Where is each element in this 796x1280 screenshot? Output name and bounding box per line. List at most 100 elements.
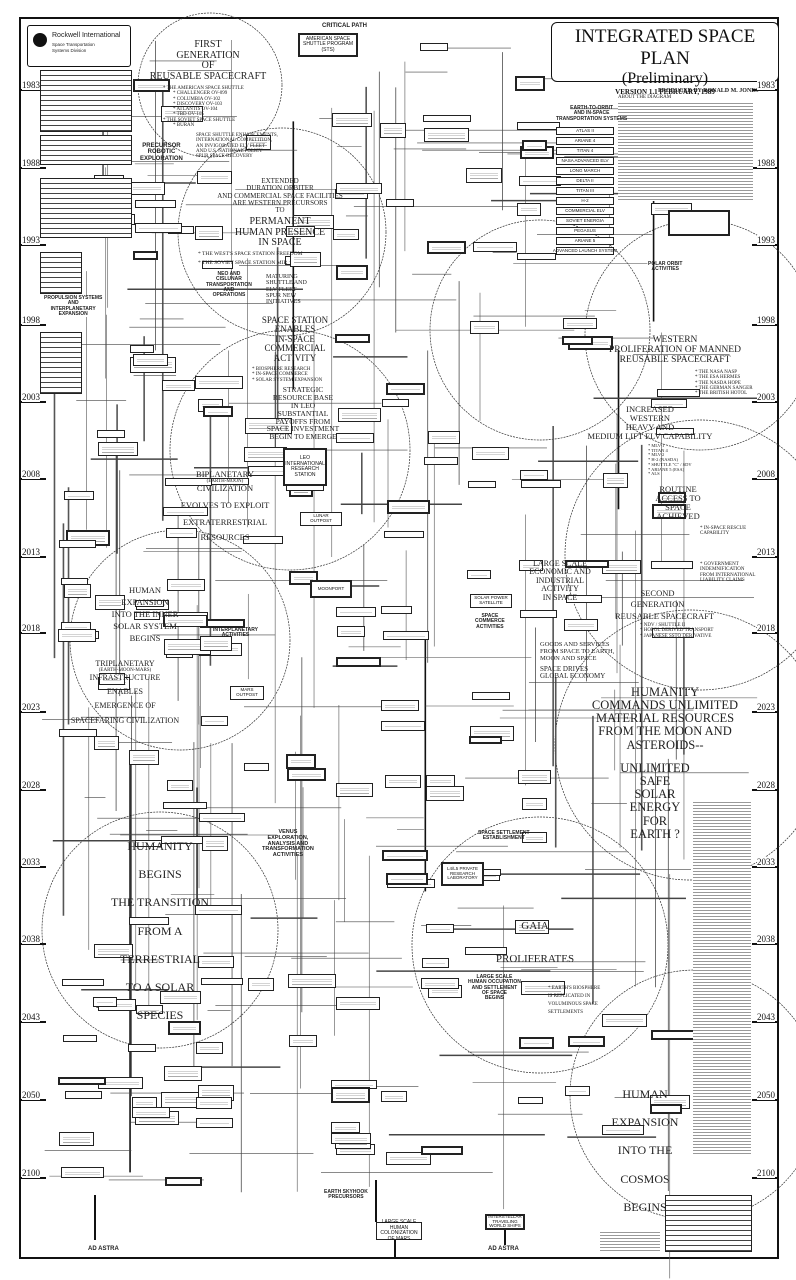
flow-box[interactable] [196, 1041, 223, 1054]
eto-vehicle-box[interactable]: TITAN 4 [556, 147, 614, 155]
flow-box[interactable] [165, 527, 197, 539]
flow-box[interactable] [131, 1097, 157, 1110]
flow-box[interactable] [94, 943, 134, 959]
flow-box[interactable] [565, 595, 602, 604]
flow-box[interactable] [468, 480, 497, 489]
flow-box[interactable] [337, 625, 366, 638]
flow-box[interactable] [651, 504, 687, 520]
flow-box[interactable] [563, 318, 597, 329]
flow-box[interactable] [134, 599, 165, 607]
flow-box[interactable] [92, 996, 118, 1007]
eto-vehicle-box[interactable]: COMMERCIAL ELV [556, 207, 614, 215]
flow-box[interactable] [287, 767, 326, 781]
flow-box[interactable] [332, 113, 373, 127]
flow-box[interactable] [567, 1035, 606, 1048]
flow-box[interactable] [656, 428, 694, 436]
flow-box[interactable] [420, 43, 448, 52]
sts-program-box[interactable]: AMERICAN SPACE SHUTTLE PROGRAM (STS) [298, 33, 358, 57]
eto-vehicle-box[interactable]: ADVANCED LAUNCH SYSTEM [553, 247, 617, 255]
flow-box[interactable] [202, 405, 234, 417]
flow-box[interactable] [167, 225, 194, 235]
flow-box[interactable] [472, 447, 509, 460]
flow-box[interactable] [336, 606, 377, 618]
flow-box[interactable] [652, 627, 694, 639]
eto-vehicle-box[interactable]: H-2 [556, 197, 614, 205]
flow-box[interactable] [522, 832, 547, 844]
flow-box[interactable] [163, 801, 208, 809]
flow-box[interactable] [285, 225, 315, 238]
flow-box[interactable] [286, 754, 316, 770]
flow-box[interactable] [133, 354, 168, 366]
flow-box[interactable] [195, 225, 224, 241]
flow-box[interactable] [471, 692, 510, 700]
flow-box[interactable] [167, 1021, 201, 1036]
flow-box[interactable] [650, 1030, 696, 1040]
flow-box[interactable] [380, 720, 425, 732]
flow-box[interactable] [602, 473, 629, 489]
flow-box[interactable] [563, 619, 598, 631]
flow-box[interactable] [650, 398, 687, 409]
flow-box[interactable] [63, 584, 91, 598]
eto-vehicle-box[interactable]: TITAN III [556, 187, 614, 195]
flow-box[interactable] [196, 1117, 233, 1129]
flow-box[interactable] [132, 251, 158, 260]
eto-vehicle-box[interactable]: PEGASUS [556, 227, 614, 235]
flow-box[interactable] [164, 614, 208, 627]
flow-box[interactable] [195, 1097, 233, 1110]
flow-box[interactable] [336, 265, 369, 281]
moonport-box[interactable]: MOONPORT [310, 580, 352, 598]
flow-box[interactable] [386, 198, 415, 207]
flow-box[interactable] [519, 176, 561, 186]
flow-box[interactable] [520, 470, 548, 481]
flow-box[interactable] [381, 605, 412, 615]
eto-vehicle-box[interactable]: NASA ADVANCED ELV [556, 157, 614, 165]
mars-outpost-box[interactable]: MARS OUTPOST [230, 686, 264, 700]
flow-box[interactable] [135, 1004, 163, 1014]
flow-box[interactable] [242, 536, 283, 544]
flow-box[interactable] [134, 611, 160, 620]
flow-box[interactable] [423, 128, 469, 142]
flow-box[interactable] [472, 242, 518, 252]
flow-box[interactable] [650, 1103, 682, 1115]
flow-box[interactable] [386, 383, 425, 395]
flow-box[interactable] [164, 1065, 202, 1082]
flow-box[interactable] [470, 321, 500, 335]
flow-box[interactable] [562, 336, 593, 345]
flow-box[interactable] [196, 171, 233, 185]
flow-box[interactable] [162, 380, 196, 392]
flow-box[interactable] [657, 492, 687, 503]
flow-box[interactable] [518, 1036, 555, 1050]
flow-box[interactable] [167, 779, 194, 792]
flow-box[interactable] [195, 904, 242, 916]
flow-box[interactable] [201, 835, 228, 852]
flow-box[interactable] [292, 214, 334, 229]
flow-box[interactable] [465, 947, 507, 955]
flow-box[interactable] [385, 774, 421, 788]
flow-box[interactable] [520, 609, 557, 619]
flow-box[interactable] [135, 199, 177, 209]
flow-box[interactable] [160, 991, 201, 1005]
flow-box[interactable] [162, 507, 209, 516]
flow-box[interactable] [165, 477, 212, 486]
world-ships-box[interactable]: INTERSTELLAR TRAVELING WORLD SHIPS [485, 1214, 525, 1230]
flow-box[interactable] [602, 1013, 647, 1028]
flow-box[interactable] [386, 1151, 432, 1165]
flow-box[interactable] [62, 1034, 98, 1042]
flow-box[interactable] [423, 114, 471, 122]
flow-box[interactable] [97, 1076, 143, 1089]
flow-box[interactable] [330, 1121, 361, 1133]
flow-box[interactable] [289, 1034, 318, 1048]
flow-box[interactable] [58, 629, 96, 643]
flow-box[interactable] [381, 399, 409, 407]
flow-box[interactable] [93, 736, 119, 750]
flow-box[interactable] [522, 798, 547, 810]
flow-box[interactable] [426, 924, 454, 933]
flow-box[interactable] [132, 79, 170, 92]
flow-box[interactable] [129, 344, 154, 354]
flow-box[interactable] [651, 561, 693, 569]
flow-box[interactable] [517, 203, 542, 216]
flow-box[interactable] [198, 812, 246, 823]
mars-colonization-box[interactable]: LARGE SCALE HUMAN COLONIZATION OF MARS [376, 1219, 422, 1241]
flow-box[interactable] [197, 956, 234, 969]
flow-box[interactable] [517, 121, 561, 131]
